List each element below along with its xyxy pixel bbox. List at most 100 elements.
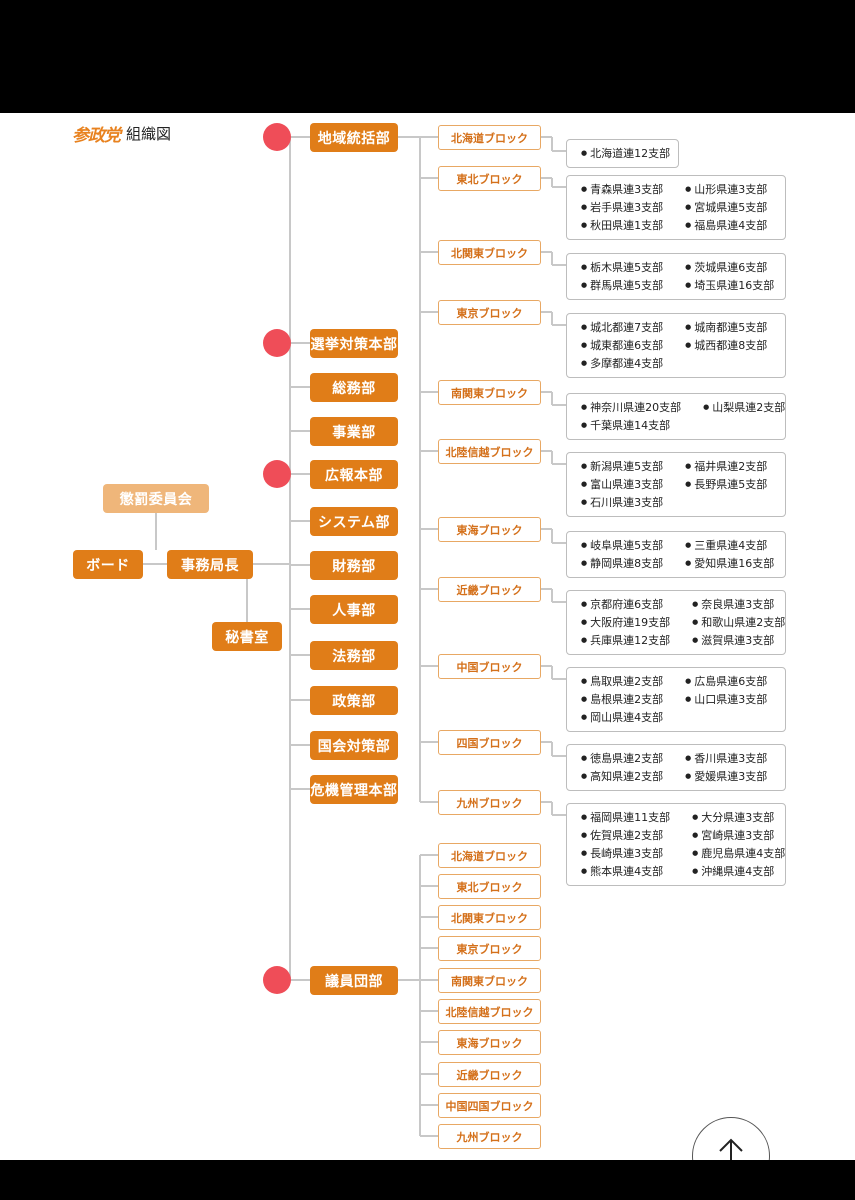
chapter-item: 城西都連8支部 bbox=[685, 337, 767, 354]
chapter-item: 和歌山県連2支部 bbox=[692, 614, 785, 631]
connector-line bbox=[420, 588, 438, 590]
department-10: 国会対策部 bbox=[310, 731, 398, 760]
regional-block-3: 東京ブロック bbox=[438, 300, 541, 325]
chapter-list: 徳島県連2支部香川県連3支部高知県連2支部愛媛県連3支部 bbox=[566, 744, 786, 791]
chapter-item: 愛知県連16支部 bbox=[685, 555, 774, 572]
connector-line bbox=[419, 137, 421, 802]
chapter-item: 兵庫県連12支部 bbox=[581, 632, 670, 649]
connector-line bbox=[290, 520, 310, 522]
chapter-item: 福島県連4支部 bbox=[685, 217, 767, 234]
chapter-list: 鳥取県連2支部広島県連6支部島根県連2支部山口県連3支部岡山県連4支部 bbox=[566, 667, 786, 732]
connector-line bbox=[420, 1010, 438, 1012]
chapter-list: 城北都連7支部城南都連5支部城東都連6支部城西都連8支部多摩都連4支部 bbox=[566, 313, 786, 378]
chapter-list: 新潟県連5支部福井県連2支部富山県連3支部長野県連5支部石川県連3支部 bbox=[566, 452, 786, 517]
connector-line bbox=[420, 1041, 438, 1043]
connector-line bbox=[420, 528, 438, 530]
connector-line bbox=[420, 1135, 438, 1137]
connector-line bbox=[541, 311, 552, 313]
chapter-item: 群馬県連5支部 bbox=[581, 277, 663, 294]
connector-line bbox=[420, 177, 438, 179]
connector-line bbox=[420, 741, 438, 743]
chapter-item: 秋田県連1支部 bbox=[581, 217, 663, 234]
connector-line bbox=[143, 563, 167, 565]
chapter-item: 岐阜県連5支部 bbox=[581, 537, 663, 554]
org-chart-page: 参政党 組織図 懲罰委員会ボード事務局長秘書室地域統括部選挙対策本部総務部事業部… bbox=[0, 113, 855, 1160]
chapter-list: 北海道連12支部 bbox=[566, 139, 680, 168]
connector-line bbox=[541, 251, 552, 253]
party-logo-mark: 参政党 bbox=[72, 126, 121, 146]
chapter-list: 岐阜県連5支部三重県連4支部静岡県連8支部愛知県連16支部 bbox=[566, 531, 786, 578]
connector-line bbox=[541, 450, 552, 452]
department-2: 総務部 bbox=[310, 373, 398, 402]
regional-block-2: 北関東ブロック bbox=[438, 240, 541, 265]
connector-line bbox=[552, 814, 566, 816]
legislator-block-7: 近畿ブロック bbox=[438, 1062, 541, 1087]
chapter-item: 栃木県連5支部 bbox=[581, 259, 663, 276]
legislator-block-2: 北関東ブロック bbox=[438, 905, 541, 930]
connector-line bbox=[420, 916, 438, 918]
connector-line bbox=[552, 404, 566, 406]
chapter-item: 城南都連5支部 bbox=[685, 319, 767, 336]
legislator-block-0: 北海道ブロック bbox=[438, 843, 541, 868]
connector-line bbox=[420, 1073, 438, 1075]
connector-line bbox=[552, 463, 566, 465]
red-marker-dot bbox=[263, 460, 291, 488]
red-marker-dot bbox=[263, 123, 291, 151]
regional-block-7: 近畿ブロック bbox=[438, 577, 541, 602]
legislator-block-3: 東京ブロック bbox=[438, 936, 541, 961]
connector-line bbox=[398, 136, 420, 138]
connector-line bbox=[541, 665, 552, 667]
scroll-to-top-button[interactable] bbox=[692, 1117, 770, 1160]
connector-line bbox=[541, 588, 552, 590]
chapter-list: 福岡県連11支部大分県連3支部佐賀県連2支部宮崎県連3支部長崎県連3支部鹿児島県… bbox=[566, 803, 786, 886]
secretary-general-node: 事務局長 bbox=[167, 550, 253, 579]
connector-line bbox=[420, 391, 438, 393]
department-1: 選挙対策本部 bbox=[310, 329, 398, 358]
regional-block-1: 東北ブロック bbox=[438, 166, 541, 191]
connector-line bbox=[551, 742, 553, 756]
chapter-list: 栃木県連5支部茨城県連6支部群馬県連5支部埼玉県連16支部 bbox=[566, 253, 786, 300]
board-node: ボード bbox=[73, 550, 143, 579]
chapter-item: 山口県連3支部 bbox=[685, 691, 767, 708]
connector-line bbox=[290, 386, 310, 388]
connector-line bbox=[541, 801, 552, 803]
department-7: 人事部 bbox=[310, 595, 398, 624]
connector-line bbox=[420, 251, 438, 253]
chapter-item: 宮城県連5支部 bbox=[685, 199, 767, 216]
connector-line bbox=[290, 744, 310, 746]
connector-line bbox=[551, 137, 553, 151]
connector-line bbox=[552, 264, 566, 266]
chapter-item: 新潟県連5支部 bbox=[581, 458, 663, 475]
regional-block-0: 北海道ブロック bbox=[438, 125, 541, 150]
connector-line bbox=[290, 430, 310, 432]
connector-line bbox=[541, 741, 552, 743]
connector-line bbox=[541, 136, 552, 138]
legislator-block-4: 南関東ブロック bbox=[438, 968, 541, 993]
legislator-block-8: 中国四国ブロック bbox=[438, 1093, 541, 1118]
chapter-item: 長崎県連3支部 bbox=[581, 845, 670, 862]
connector-line bbox=[420, 136, 438, 138]
connector-line bbox=[419, 855, 421, 1136]
chapter-item: 静岡県連8支部 bbox=[581, 555, 663, 572]
legislator-block-9: 九州ブロック bbox=[438, 1124, 541, 1149]
chapter-item: 山梨県連2支部 bbox=[703, 399, 785, 416]
connector-line bbox=[551, 178, 553, 187]
legislator-block-5: 北陸信越ブロック bbox=[438, 999, 541, 1024]
chapter-item: 広島県連6支部 bbox=[685, 673, 767, 690]
chapter-item: 福岡県連11支部 bbox=[581, 809, 670, 826]
connector-line bbox=[420, 801, 438, 803]
chapter-item: 大分県連3支部 bbox=[692, 809, 785, 826]
department-6: 財務部 bbox=[310, 551, 398, 580]
regional-block-6: 東海ブロック bbox=[438, 517, 541, 542]
chapter-item: 徳島県連2支部 bbox=[581, 750, 663, 767]
chapter-item: 神奈川県連20支部 bbox=[581, 399, 681, 416]
chapter-item: 山形県連3支部 bbox=[685, 181, 767, 198]
connector-line bbox=[290, 654, 310, 656]
red-marker-dot bbox=[263, 329, 291, 357]
connector-line bbox=[552, 601, 566, 603]
chapter-item: 熊本県連4支部 bbox=[581, 863, 670, 880]
regional-block-5: 北陸信越ブロック bbox=[438, 439, 541, 464]
regional-block-8: 中国ブロック bbox=[438, 654, 541, 679]
chapter-item: 石川県連3支部 bbox=[581, 494, 663, 511]
secretariat-node: 秘書室 bbox=[212, 622, 282, 651]
